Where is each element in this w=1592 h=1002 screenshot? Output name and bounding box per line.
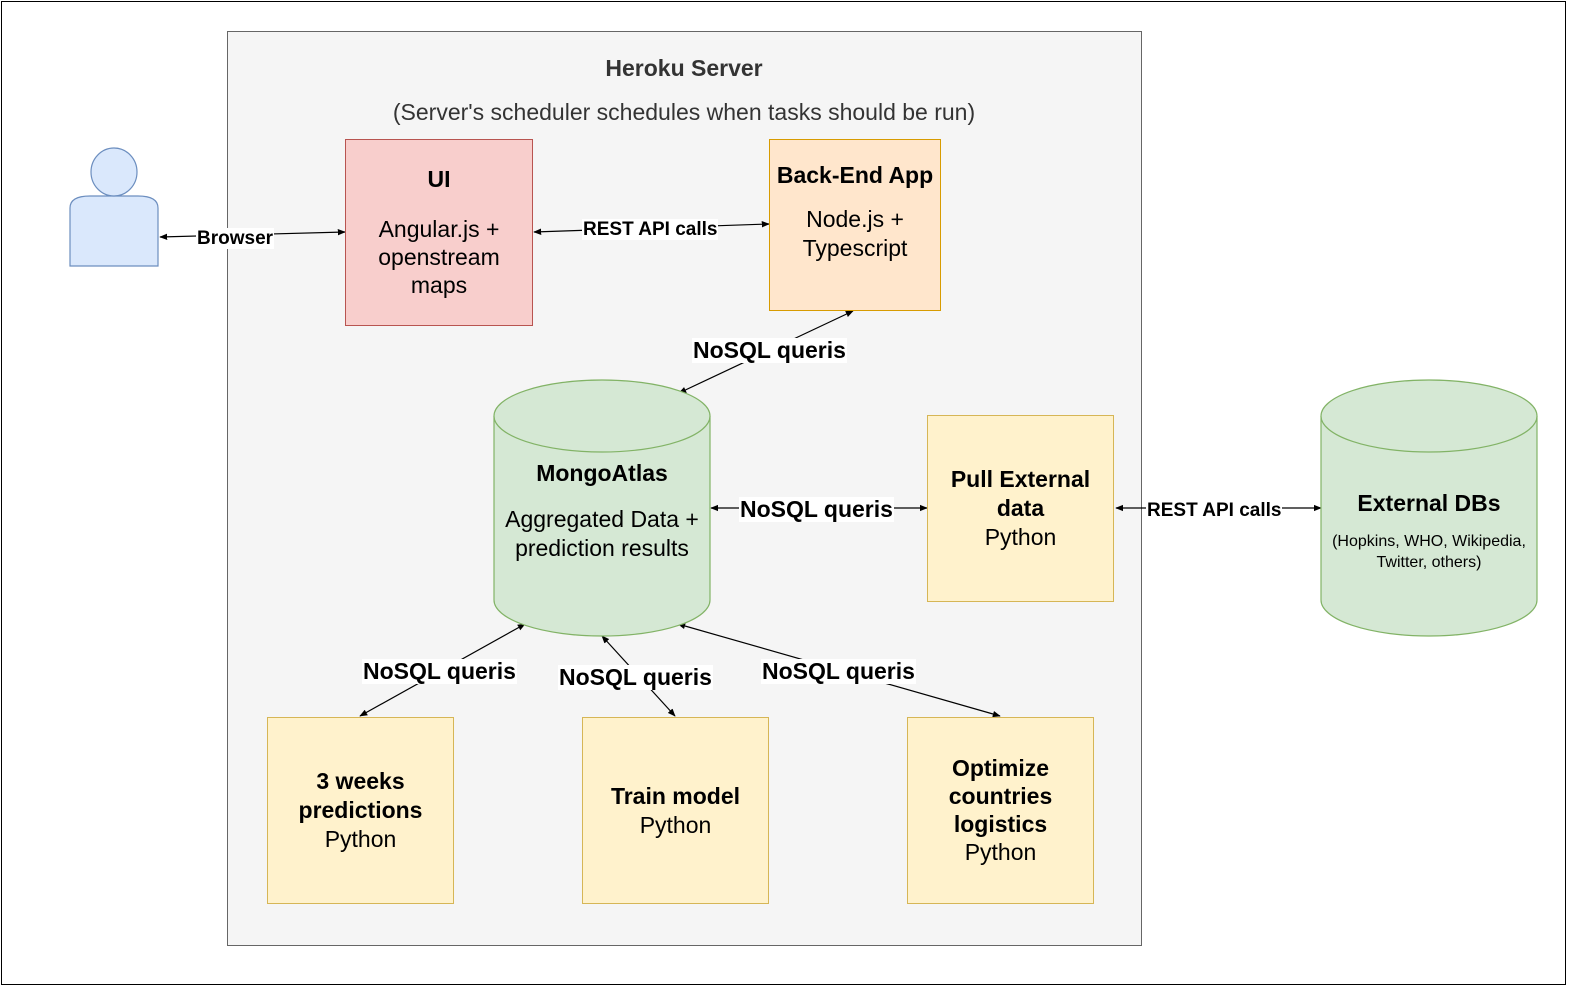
ui-node-body: Angular.js + openstream maps — [378, 216, 500, 298]
mongoatlas-node-body: Aggregated Data + prediction results — [505, 506, 699, 561]
train-model-node-body: Python — [639, 811, 712, 838]
mongoatlas-node-title: MongoAtlas — [536, 460, 668, 486]
optimize-node-title: Optimize countries logistics — [948, 755, 1053, 837]
edge-label-mongo-predict: NoSQL queris — [362, 658, 517, 684]
backend-node: Back-End App Node.js + Typescript — [769, 139, 941, 311]
predictions-node: 3 weeks predictions Python — [267, 717, 454, 904]
diagram-frame — [1, 1, 1566, 985]
predictions-node-title: 3 weeks predictions — [298, 768, 423, 823]
edge-label-mongo-pull: NoSQL queris — [739, 496, 894, 522]
edge-label-mongo-train: NoSQL queris — [558, 664, 713, 690]
optimize-node: Optimize countries logistics Python — [907, 717, 1094, 904]
backend-node-body: Node.js + Typescript — [802, 206, 908, 261]
pull-external-node-title: Pull External data — [950, 466, 1091, 521]
pull-external-node-body: Python — [984, 524, 1057, 550]
external-dbs-node-body: (Hopkins, WHO, Wikipedia, Twitter, other… — [1332, 533, 1526, 571]
predictions-node-body: Python — [324, 826, 397, 852]
ui-node: UI Angular.js + openstream maps — [345, 139, 533, 326]
train-model-node: Train model Python — [582, 717, 769, 904]
server-subtitle: (Server's scheduler schedules when tasks… — [392, 98, 976, 125]
edge-label-pull-external: REST API calls — [1146, 500, 1283, 521]
backend-node-title: Back-End App — [776, 162, 934, 188]
edge-label-ui-backend: REST API calls — [582, 219, 719, 240]
user-actor-icon — [69, 147, 159, 267]
mongoatlas-cylinder-shape — [493, 379, 711, 637]
ui-node-title: UI — [427, 166, 451, 192]
optimize-node-body: Python — [964, 839, 1037, 865]
external-dbs-cylinder-shape — [1320, 379, 1538, 637]
edge-label-backend-mongo: NoSQL queris — [692, 337, 847, 363]
mongoatlas-node: MongoAtlas Aggregated Data + prediction … — [494, 460, 710, 580]
pull-external-node: Pull External data Python — [927, 415, 1114, 602]
edge-label-browser: Browser — [196, 228, 275, 249]
edge-label-mongo-optimize: NoSQL queris — [761, 658, 916, 684]
external-dbs-node: External DBs (Hopkins, WHO, Wikipedia, T… — [1321, 490, 1537, 590]
server-title: Heroku Server — [605, 54, 763, 81]
train-model-node-title: Train model — [610, 782, 741, 809]
external-dbs-node-title: External DBs — [1357, 490, 1501, 516]
